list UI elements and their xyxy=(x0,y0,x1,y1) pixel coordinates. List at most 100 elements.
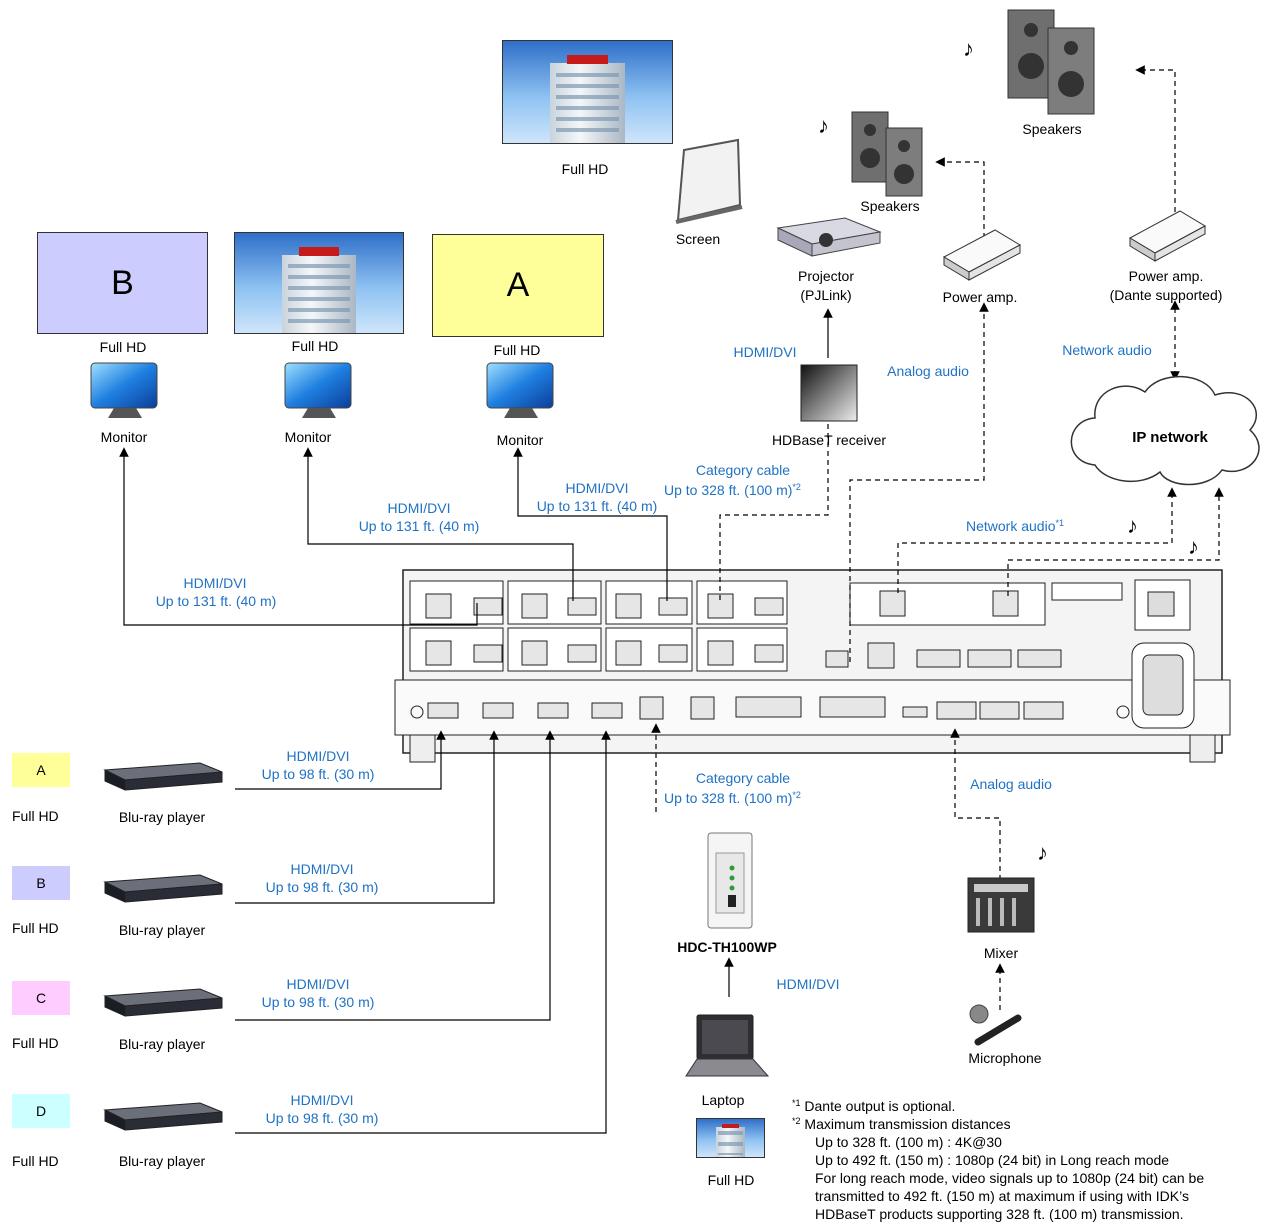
projection-screen-icon xyxy=(675,138,743,224)
full-hd-label: Full HD xyxy=(707,1172,755,1188)
footnote-mark: *2 xyxy=(792,1116,801,1126)
full-hd-label: Full HD xyxy=(12,1035,59,1051)
monitor-label: Monitor xyxy=(100,429,148,445)
microphone-label: Microphone xyxy=(968,1050,1042,1066)
footnote-mark: *2 xyxy=(792,482,801,492)
link-label: Up to 328 ft. (100 m) xyxy=(664,790,793,806)
link-label: HDMI/DVI xyxy=(733,344,797,360)
source-label-d: D xyxy=(12,1094,70,1128)
footnote-text: Dante output is optional. xyxy=(804,1098,956,1114)
speakers-icon xyxy=(1007,9,1095,115)
link-label: Up to 131 ft. (40 m) xyxy=(358,518,480,534)
projector-label-2: (PJLink) xyxy=(800,287,852,303)
link-label: Network audio xyxy=(966,518,1056,534)
link-label: Up to 131 ft. (40 m) xyxy=(536,498,658,514)
hdc-label: HDC-TH100WP xyxy=(677,939,777,955)
speakers-label: Speakers xyxy=(860,198,920,214)
bluray-player-icon xyxy=(103,874,223,903)
hdbaset-receiver-box xyxy=(800,364,858,422)
footnote-line: HDBaseT products supporting 328 ft. (100… xyxy=(815,1206,1184,1222)
footnote-2: *2 Maximum transmission distances xyxy=(792,1116,1011,1133)
full-hd-label: Full HD xyxy=(99,339,147,355)
display-letter: B xyxy=(111,263,134,302)
music-note-icon: ♪ xyxy=(1188,534,1199,559)
display-letter: A xyxy=(506,266,530,304)
laptop-icon xyxy=(685,1014,770,1077)
link-label: Up to 98 ft. (30 m) xyxy=(261,994,375,1010)
speakers-icon xyxy=(851,111,923,197)
microphone-icon xyxy=(969,1004,1022,1046)
bluray-label: Blu-ray player xyxy=(118,922,206,938)
speakers-label: Speakers xyxy=(1022,121,1082,137)
full-hd-label: Full HD xyxy=(493,342,541,358)
source-label-c: C xyxy=(12,981,70,1015)
link-label: Up to 131 ft. (40 m) xyxy=(155,593,277,609)
footnote-1: *1 Dante output is optional. xyxy=(792,1098,955,1115)
projector-label: Projector xyxy=(797,268,855,284)
mixer-label: Mixer xyxy=(983,945,1019,961)
source-label-a: A xyxy=(12,753,70,787)
bluray-player-icon xyxy=(103,762,223,791)
footnote-mark: *1 xyxy=(1055,518,1065,528)
ip-network-cloud xyxy=(1070,375,1260,486)
link-label: HDMI/DVI xyxy=(286,748,350,764)
switcher-unit xyxy=(394,569,1231,763)
monitor-label: Monitor xyxy=(284,429,332,445)
link-label: HDMI/DVI xyxy=(565,480,629,496)
bluray-player-icon xyxy=(103,1102,223,1131)
monitor-icon xyxy=(486,362,554,418)
link-label: HDMI/DVI xyxy=(776,976,840,992)
hdbaset-receiver-label: HDBaseT receiver xyxy=(771,432,887,448)
link-label: HDMI/DVI xyxy=(286,976,350,992)
music-note-icon: ♪ xyxy=(1037,840,1048,865)
monitor-icon xyxy=(284,362,352,418)
footnote-line: transmitted to 492 ft. (150 m) at maximu… xyxy=(815,1188,1189,1204)
power-amp-dante-label: Power amp. xyxy=(1128,268,1204,284)
link-label: Up to 98 ft. (30 m) xyxy=(265,879,379,895)
power-amp-dante-label-2: (Dante supported) xyxy=(1109,287,1223,303)
link-label: Analog audio xyxy=(970,776,1052,792)
footnote-line: Up to 328 ft. (100 m) : 4K@30 xyxy=(815,1134,1002,1150)
link-label: Network audio xyxy=(1062,342,1152,358)
link-label: Analog audio xyxy=(887,363,969,379)
full-hd-label: Full HD xyxy=(12,1153,59,1169)
footnote-mark: *1 xyxy=(792,1098,801,1108)
link-label: Up to 328 ft. (100 m)*2 xyxy=(664,482,801,499)
link-label: HDMI/DVI xyxy=(290,1092,354,1108)
footnote-line: Up to 492 ft. (150 m) : 1080p (24 bit) i… xyxy=(815,1152,1170,1168)
power-amp-label: Power amp. xyxy=(942,289,1018,305)
display-b: B xyxy=(37,232,208,334)
link-label: Up to 328 ft. (100 m)*2 xyxy=(664,790,801,807)
link-label: Category cable xyxy=(695,462,791,478)
full-hd-label: Full HD xyxy=(12,920,59,936)
music-note-icon: ♪ xyxy=(1127,513,1138,538)
laptop-label: Laptop xyxy=(701,1092,745,1108)
link-label: Network audio*1 xyxy=(966,518,1064,535)
screen-label: Screen xyxy=(675,231,721,247)
link-label: Up to 328 ft. (100 m) xyxy=(664,482,793,498)
dashed-wires xyxy=(651,65,1224,1010)
bluray-label: Blu-ray player xyxy=(118,1153,206,1169)
projector-icon xyxy=(776,217,882,257)
link-label: Up to 98 ft. (30 m) xyxy=(261,766,375,782)
link-label: HDMI/DVI xyxy=(183,575,247,591)
display-a: A xyxy=(432,234,604,337)
footnote-line: For long reach mode, video signals up to… xyxy=(815,1170,1205,1186)
source-label-b: B xyxy=(12,866,70,900)
monitor-label: Monitor xyxy=(496,432,544,448)
bluray-label: Blu-ray player xyxy=(118,809,206,825)
full-hd-label: Full HD xyxy=(561,161,609,177)
footnote-text: Maximum transmission distances xyxy=(804,1116,1011,1132)
power-amp-icon xyxy=(1128,210,1207,262)
ip-network-label: IP network xyxy=(1132,429,1208,446)
music-note-icon: ♪ xyxy=(963,36,974,61)
link-label: Category cable xyxy=(695,770,791,786)
laptop-photo xyxy=(696,1118,765,1158)
footnote-mark: *2 xyxy=(792,790,801,800)
screen-photo xyxy=(502,40,673,144)
full-hd-label: Full HD xyxy=(12,808,59,824)
power-amp-icon xyxy=(942,229,1022,281)
music-note-icon: ♪ xyxy=(818,113,829,138)
display-photo xyxy=(234,232,404,334)
